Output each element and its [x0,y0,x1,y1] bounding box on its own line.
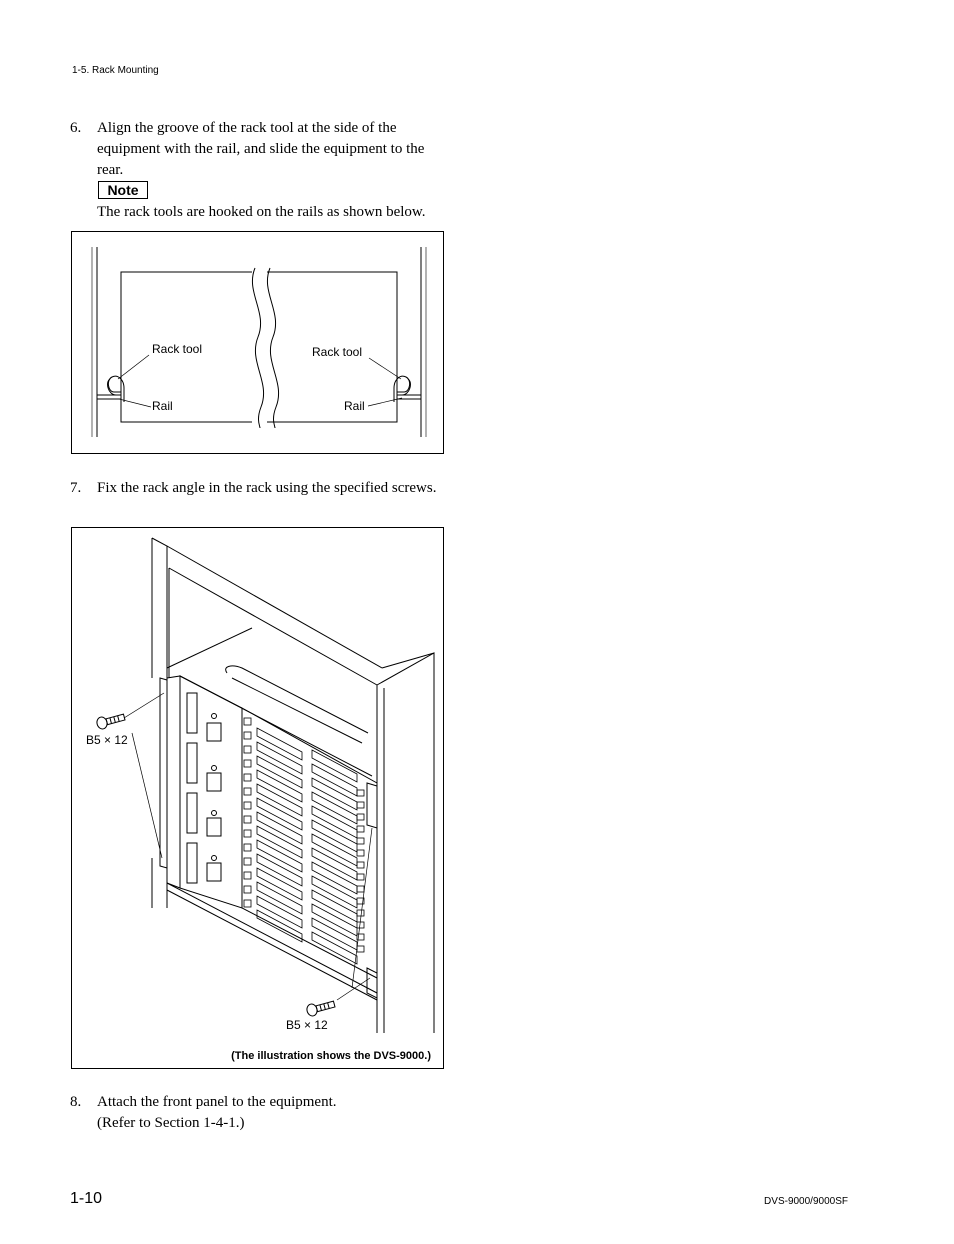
step-text: Fix the rack angle in the rack using the… [97,480,437,496]
step-text: Align the groove of the rack tool at the… [97,120,425,178]
rack-tool-label-left: Rack tool [152,342,203,356]
rack-angle-illustration [96,537,435,1033]
step-6: 6. Align the groove of the rack tool at … [70,118,450,181]
model-name: DVS-9000/9000SF [764,1196,848,1207]
step-number: 7. [70,480,82,496]
figure-caption: (The illustration shows the DVS-9000.) [231,1050,431,1062]
step-number: 6. [70,120,82,136]
rack-angle-figure: B5 × 12 B5 × 12 (The illustration shows … [71,527,444,1069]
step-text: Attach the front panel to the equipment. [97,1094,337,1110]
rail-label-left: Rail [152,399,173,413]
step-7: 7. Fix the rack angle in the rack using … [70,478,450,499]
step-8: 8. Attach the front panel to the equipme… [70,1092,450,1134]
note-text: The rack tools are hooked on the rails a… [97,204,426,220]
page-number: 1-10 [70,1190,103,1207]
step-reference: (Refer to Section 1-4-1.) [97,1115,245,1131]
section-header: 1-5. Rack Mounting [72,65,159,76]
note-label: Note [98,181,148,199]
screw-label-bottom: B5 × 12 [286,1018,328,1032]
rack-tool-illustration [91,247,427,437]
step-number: 8. [70,1094,82,1110]
rail-label-right: Rail [344,399,365,413]
rack-tool-label-right: Rack tool [312,345,363,359]
rack-tool-figure: Rack tool Rack tool Rail Rail [71,231,444,454]
screw-label-left: B5 × 12 [86,733,128,747]
